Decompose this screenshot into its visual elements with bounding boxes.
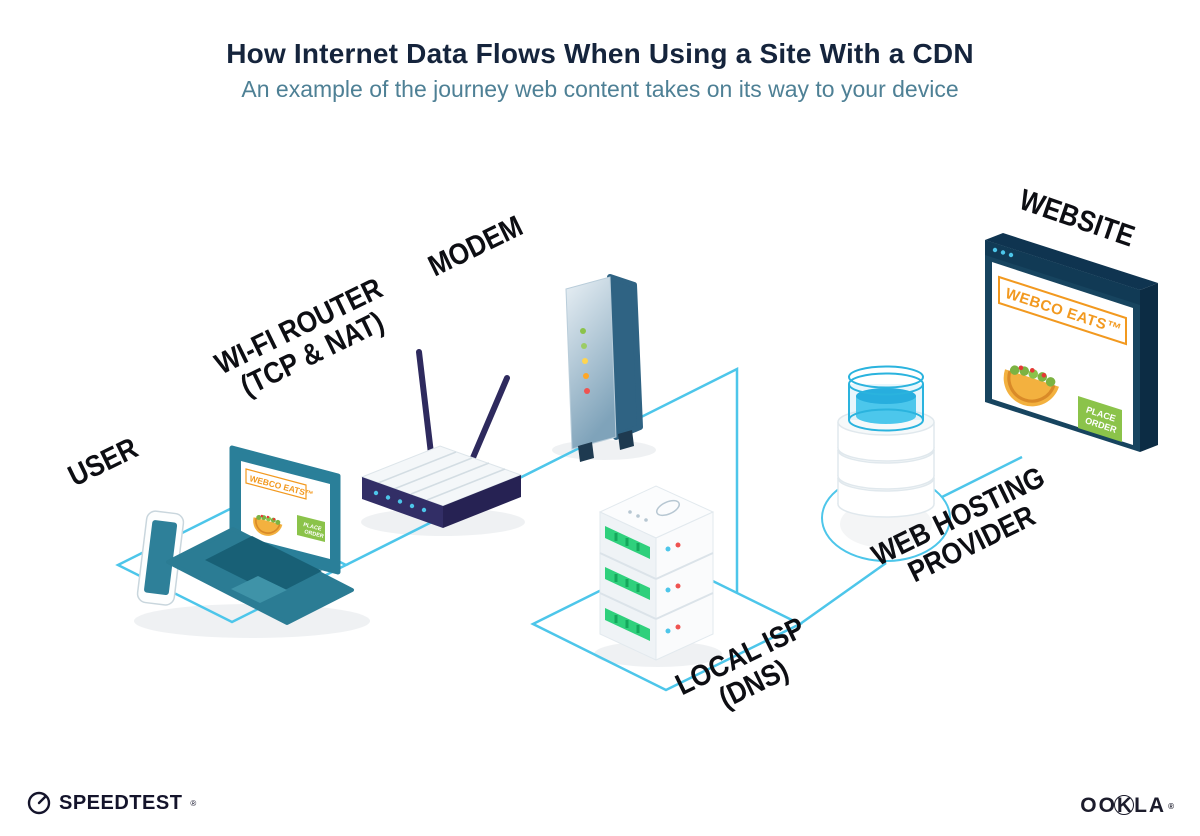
speedtest-wordmark: SPEEDTEST	[59, 791, 183, 814]
modem-status-lights	[580, 328, 590, 394]
speedtest-logo: SPEEDTEST ®	[26, 790, 196, 816]
ookla-logo: OO K LA ®	[1080, 794, 1176, 818]
isp-server	[598, 485, 715, 661]
laptop-order-text-2: ORDER	[303, 529, 324, 540]
line-isp-hosting	[799, 561, 887, 626]
website-brand-banner	[998, 275, 1127, 346]
speedtest-trademark: ®	[190, 798, 197, 808]
speedtest-gauge-icon	[27, 791, 51, 815]
laptop-order-text-1: PLACE	[302, 522, 322, 533]
wifi-router	[360, 349, 523, 528]
line-hosting-website	[939, 455, 1023, 500]
laptop: WEBCO EATS™ PLACE ORDER	[166, 445, 354, 625]
data-cylinder	[848, 365, 924, 432]
website-window: WEBCO EATS™ PLACE ORDER	[985, 233, 1158, 452]
ookla-k-ring-icon	[1113, 795, 1134, 815]
page-title: How Internet Data Flows When Using a Sit…	[226, 38, 974, 69]
ookla-trademark: ®	[1168, 801, 1176, 811]
hosting-database	[821, 365, 951, 562]
ookla-gauge-k: K	[1113, 794, 1134, 818]
modem	[565, 274, 643, 462]
router-antenna-right	[469, 375, 510, 463]
place-order-button	[1078, 396, 1122, 442]
laptop-order-button	[297, 515, 325, 542]
router-antenna-left	[416, 349, 435, 465]
server-indicator-dots	[665, 542, 681, 634]
page-subtitle: An example of the journey web content ta…	[241, 76, 959, 102]
phone	[136, 510, 185, 606]
laptop-brand-banner	[245, 468, 307, 500]
browser-bar-dots	[992, 247, 1014, 258]
router-status-lights	[373, 490, 427, 513]
